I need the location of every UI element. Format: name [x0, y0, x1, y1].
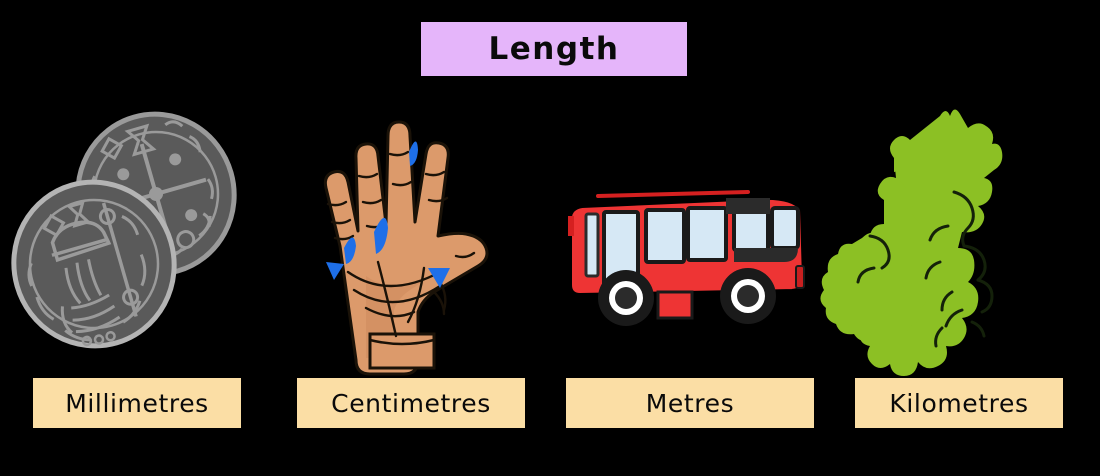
british-isles-map-illustration	[820, 96, 1078, 377]
blue-accent-marks	[326, 141, 450, 288]
page-title: Length	[488, 30, 620, 67]
unit-label-text: Kilometres	[889, 388, 1029, 418]
unit-column-metres: Metres	[558, 96, 814, 436]
unit-column-centimetres: Centimetres	[278, 96, 528, 436]
hand-crease-lines	[346, 260, 447, 338]
bus-windows	[584, 206, 800, 292]
unit-column-kilometres: Kilometres	[820, 96, 1078, 436]
hand-illustration	[278, 96, 528, 376]
unit-label-text: Metres	[645, 388, 735, 418]
front-coin	[11, 179, 177, 349]
bus-trim	[656, 198, 805, 320]
bus-wheels	[598, 268, 776, 326]
title-banner: Length	[421, 22, 687, 76]
scotland-west-islands	[894, 136, 920, 226]
unit-label-kilometres: Kilometres	[855, 378, 1063, 428]
unit-column-millimetres: Millimetres	[8, 96, 258, 436]
unit-label-metres: Metres	[566, 378, 814, 428]
map-region-borders	[856, 190, 994, 348]
unit-label-text: Millimetres	[65, 388, 209, 418]
coins-illustration	[8, 96, 258, 368]
bus-illustration	[558, 96, 808, 368]
unit-label-millimetres: Millimetres	[33, 378, 241, 428]
ireland-landmass	[820, 232, 928, 343]
unit-label-centimetres: Centimetres	[297, 378, 525, 428]
unit-label-text: Centimetres	[331, 388, 491, 418]
